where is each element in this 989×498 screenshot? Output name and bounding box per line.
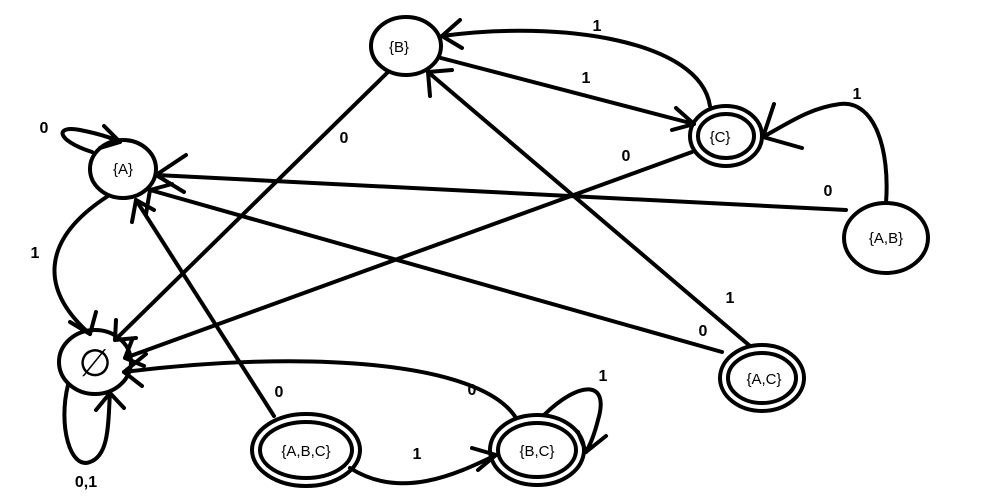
state-ac (718, 343, 806, 413)
edge-ac-a (144, 182, 724, 354)
edge-ab-a-label: 0 (824, 183, 833, 200)
edge-ac-a-label: 0 (699, 323, 708, 340)
edge-abc-a (130, 198, 276, 418)
edge-abc-a-label: 0 (275, 384, 284, 401)
edge-b-c-label: 1 (582, 70, 591, 87)
edge-abc-bc-label: 1 (413, 446, 422, 463)
state-a-label: {A} (113, 161, 133, 178)
edge-a-a (60, 124, 122, 154)
edge-bc-empty (122, 352, 518, 420)
edge-ac-b (426, 68, 752, 348)
edge-empty-empty (62, 383, 126, 465)
state-abc-label: {A,B,C} (281, 443, 330, 460)
state-empty-label: ∅ (78, 343, 111, 385)
edge-a-a-label: 0 (40, 120, 49, 137)
state-b (369, 15, 443, 77)
edge-bc-bc-label: 1 (599, 368, 608, 385)
state-ab-label: {A,B} (869, 230, 903, 247)
state-abc (250, 412, 362, 488)
edge-bc-bc (542, 387, 608, 454)
state-c-label: {C} (710, 129, 731, 146)
edge-ac-b-label: 1 (726, 290, 735, 307)
state-ac-label: {A,C} (746, 371, 781, 388)
edge-abc-bc (348, 446, 498, 486)
edge-ab-c-label: 1 (853, 86, 862, 103)
edge-c-b (440, 18, 712, 108)
state-bc-label: {B,C} (519, 443, 554, 460)
edge-c-b-label: 1 (593, 18, 602, 35)
edge-c-empty-label: 0 (622, 148, 631, 165)
edge-a-empty-label: 1 (31, 245, 40, 262)
edge-b-c (439, 56, 696, 132)
edge-a-empty (52, 194, 110, 336)
state-b-label: {B} (389, 39, 409, 56)
edge-c-empty (123, 150, 694, 368)
edge-b-empty (113, 70, 390, 342)
state-a (88, 138, 158, 200)
edge-ab-c (761, 101, 889, 205)
edge-bc-empty-label: 0 (468, 382, 477, 399)
edge-empty-empty-label: 0,1 (75, 474, 97, 491)
edge-b-empty-label: 0 (340, 130, 349, 147)
edge-ab-a (154, 153, 848, 212)
